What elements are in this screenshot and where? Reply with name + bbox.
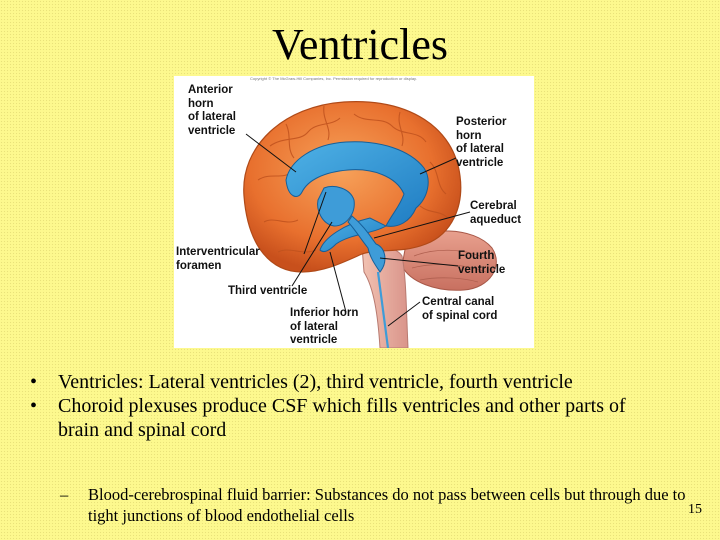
brain-illustration bbox=[243, 101, 497, 348]
label-fourth-ventricle: Fourth ventricle bbox=[458, 250, 505, 277]
slide-title: Ventricles bbox=[272, 20, 448, 69]
label-third-ventricle-text: Third ventricle bbox=[228, 285, 308, 297]
bullet-item: • Choroid plexuses produce CSF which fil… bbox=[30, 394, 670, 442]
label-third-ventricle: Third ventricle bbox=[228, 285, 307, 299]
bullet-marker: • bbox=[30, 371, 38, 393]
label-posterior-horn-text: Posterior horn of lateral ventricle bbox=[456, 116, 507, 169]
bullet-list: • Ventricles: Lateral ventricles (2), th… bbox=[30, 370, 670, 442]
label-fourth-ventricle-text: Fourth ventricle bbox=[458, 250, 506, 276]
label-anterior-horn-text: Anterior horn of lateral ventricle bbox=[188, 84, 236, 137]
label-interventricular-foramen-text: Interventricular foramen bbox=[176, 246, 260, 272]
label-central-canal: Central canal of spinal cord bbox=[422, 296, 497, 323]
sub-bullet-marker: – bbox=[60, 485, 69, 504]
label-interventricular-foramen: Interventricular foramen bbox=[176, 246, 260, 273]
fourth-ventricle bbox=[347, 215, 386, 273]
label-inferior-horn-text: Inferior horn of lateral ventricle bbox=[290, 307, 359, 346]
bullet-text: Choroid plexuses produce CSF which fills… bbox=[58, 395, 626, 441]
copyright-notice: Copyright © The McGraw-Hill Companies, I… bbox=[250, 76, 417, 81]
label-cerebral-aqueduct-text: Cerebral aqueduct bbox=[470, 200, 522, 226]
page-number: 15 bbox=[688, 502, 702, 517]
third-ventricle bbox=[317, 186, 355, 227]
bullet-marker: • bbox=[30, 395, 38, 417]
label-inferior-horn: Inferior horn of lateral ventricle bbox=[290, 307, 358, 348]
bullet-item: • Ventricles: Lateral ventricles (2), th… bbox=[30, 370, 670, 394]
label-posterior-horn: Posterior horn of lateral ventricle bbox=[456, 116, 507, 170]
label-cerebral-aqueduct: Cerebral aqueduct bbox=[470, 200, 521, 227]
label-anterior-horn: Anterior horn of lateral ventricle bbox=[188, 84, 236, 138]
bullet-text: Ventricles: Lateral ventricles (2), thir… bbox=[58, 371, 573, 393]
label-central-canal-text: Central canal of spinal cord bbox=[422, 296, 498, 322]
sub-bullet-text: Blood-cerebrospinal fluid barrier: Subst… bbox=[88, 485, 686, 525]
lateral-ventricle bbox=[285, 141, 429, 227]
ventricles-diagram: Copyright © The McGraw-Hill Companies, I… bbox=[174, 76, 534, 348]
central-canal bbox=[376, 271, 390, 348]
sub-bullet-item: – Blood-cerebrospinal fluid barrier: Sub… bbox=[60, 484, 688, 526]
